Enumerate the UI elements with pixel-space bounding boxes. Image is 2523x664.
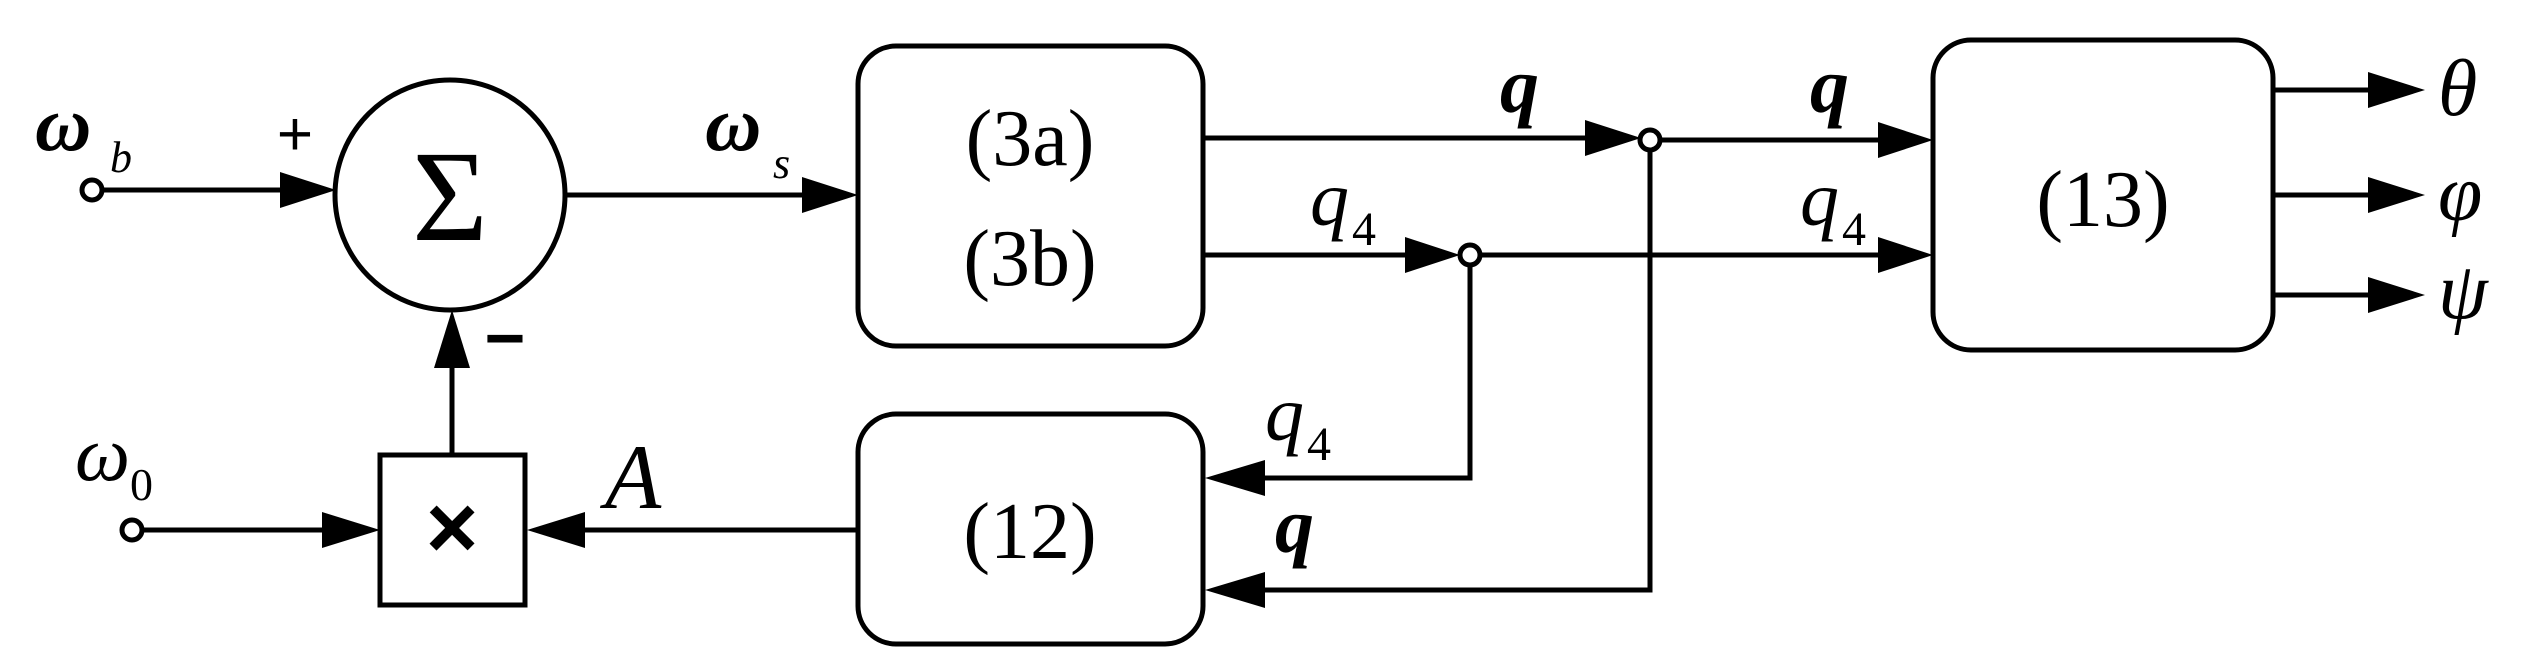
block-13-label: (13)	[2036, 156, 2169, 244]
input-terminal-omega-0	[119, 517, 145, 543]
sigma-symbol: Σ	[412, 125, 488, 269]
arrowhead	[1878, 122, 1933, 158]
multiply-symbol: ×	[426, 478, 479, 578]
arrowhead	[1405, 237, 1460, 273]
arrowhead	[1878, 237, 1933, 273]
arrowhead	[280, 172, 336, 208]
block-3a-label: (3a)	[966, 95, 1095, 183]
minus-sign: −	[485, 299, 526, 377]
label-q-feedback: q	[1275, 482, 1314, 569]
arrowhead	[2368, 177, 2425, 213]
label-q4-13-sub: 4	[1842, 203, 1866, 256]
arrowhead	[1205, 572, 1265, 608]
arrowhead	[802, 177, 858, 213]
label-omega-b-sub: b	[110, 133, 132, 182]
label-q4-mid: q	[1310, 155, 1349, 242]
label-q-13: q	[1810, 42, 1849, 129]
label-q4-feedback-sub: 4	[1307, 418, 1331, 471]
wire-q-feedback	[1265, 150, 1653, 593]
arrowhead	[1585, 120, 1641, 156]
label-omega-b: ω	[35, 80, 91, 167]
label-phi: φ	[2438, 150, 2482, 238]
label-q4-13: q	[1800, 155, 1839, 242]
label-psi: ψ	[2438, 248, 2489, 336]
input-terminal-omega-b	[79, 177, 105, 203]
arrowhead	[2368, 277, 2425, 313]
wire-q4-feedback	[1265, 265, 1473, 481]
junction-node-q4	[1457, 242, 1483, 268]
arrowhead	[527, 512, 585, 548]
junction-node-q	[1637, 127, 1663, 153]
block-3a-3b	[855, 43, 1206, 349]
label-omega-s-sub: s	[773, 139, 790, 188]
label-A: A	[599, 426, 662, 528]
label-omega-s: ω	[705, 80, 761, 167]
block-3b-label: (3b)	[963, 215, 1096, 303]
label-omega-0: ω	[75, 410, 130, 497]
arrowhead	[1205, 460, 1265, 496]
label-q4-feedback: q	[1265, 370, 1304, 457]
plus-sign: +	[277, 100, 313, 169]
label-theta: θ	[2438, 45, 2477, 133]
arrowhead	[322, 512, 380, 548]
arrowhead	[434, 310, 470, 368]
label-q4-mid-sub: 4	[1352, 203, 1376, 256]
label-q-top: q	[1500, 42, 1539, 129]
multiply-block	[377, 452, 528, 608]
arrowhead	[2368, 72, 2425, 108]
block-12-label: (12)	[963, 488, 1096, 576]
label-omega-0-sub: 0	[130, 459, 153, 510]
